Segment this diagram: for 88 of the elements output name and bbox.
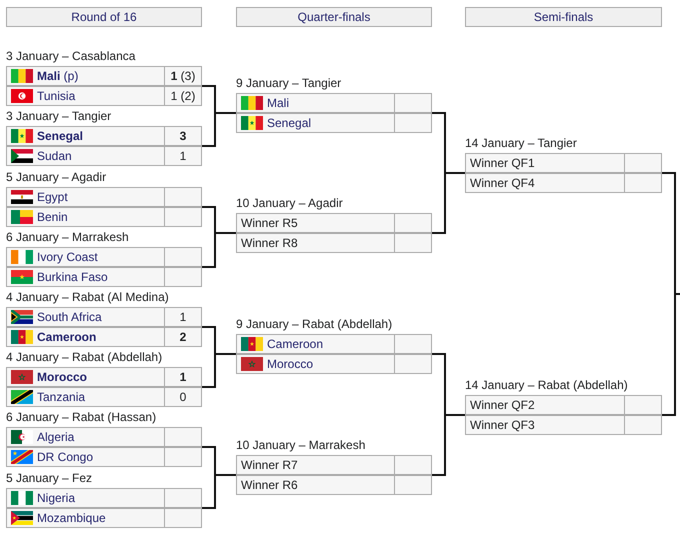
match-date-venue: 10 January – Marrakesh xyxy=(236,437,366,454)
score-cell: 2 xyxy=(164,328,201,346)
team-row xyxy=(236,113,432,133)
team-row xyxy=(6,327,202,347)
team-row xyxy=(6,427,202,447)
team-row xyxy=(6,307,202,327)
round-header: Quarter-finals xyxy=(236,7,432,27)
team-name: Ivory Coast xyxy=(37,249,98,266)
team-name: Winner QF4 xyxy=(470,175,535,192)
score-cell: 0 xyxy=(164,388,201,406)
team-row xyxy=(465,173,662,193)
bracket-line xyxy=(202,474,236,509)
match-date-venue: 3 January – Tangier xyxy=(6,108,112,125)
team-row xyxy=(465,153,662,173)
team-name: Benin xyxy=(37,209,68,226)
team-row xyxy=(6,86,202,106)
team-row xyxy=(6,187,202,207)
match-date-venue: 6 January – Rabat (Hassan) xyxy=(6,409,156,426)
match-date-venue: 5 January – Fez xyxy=(6,470,92,487)
match-date-venue: 4 January – Rabat (Al Medina) xyxy=(6,289,169,306)
team-row xyxy=(6,66,202,86)
team-name: DR Congo xyxy=(37,449,94,466)
team-row xyxy=(6,207,202,227)
team-row xyxy=(236,93,432,113)
bracket-line xyxy=(432,172,465,234)
team-name: Winner QF2 xyxy=(470,397,535,414)
team-row xyxy=(236,455,432,475)
team-name: Winner QF3 xyxy=(470,417,535,434)
team-row xyxy=(6,508,202,528)
team-row xyxy=(236,213,432,233)
match-date-venue: 9 January – Rabat (Abdellah) xyxy=(236,316,392,333)
bracket-line xyxy=(202,112,236,147)
team-name: Morocco xyxy=(267,356,314,373)
match-date-venue: 14 January – Rabat (Abdellah) xyxy=(465,377,628,394)
team-name: Winner R5 xyxy=(241,215,298,232)
team-name: Sudan xyxy=(37,148,72,165)
team-name: Winner QF1 xyxy=(470,155,535,172)
team-row xyxy=(6,146,202,166)
match-date-venue: 4 January – Rabat (Abdellah) xyxy=(6,349,162,366)
bracket-line xyxy=(662,293,680,416)
round-header: Semi-finals xyxy=(465,7,662,27)
team-row xyxy=(465,415,662,435)
score-cell: 1 xyxy=(164,308,201,326)
team-name: Mali xyxy=(267,95,290,112)
team-row xyxy=(6,267,202,287)
match-date-venue: 10 January – Agadir xyxy=(236,195,343,212)
team-name: Algeria xyxy=(37,429,74,446)
bracket-line xyxy=(432,414,465,476)
round-header: Round of 16 xyxy=(6,7,202,27)
team-name: Winner R7 xyxy=(241,457,298,474)
team-name: Winner R6 xyxy=(241,477,298,494)
score-cell: 1 xyxy=(164,147,201,165)
match-date-venue: 14 January – Tangier xyxy=(465,135,577,152)
match-date-venue: 5 January – Agadir xyxy=(6,169,106,186)
team-name: Tunisia xyxy=(37,88,76,105)
score-cell: 1 (2) xyxy=(164,87,201,105)
team-name: Cameroon xyxy=(37,329,96,346)
team-row xyxy=(465,395,662,415)
team-row xyxy=(6,247,202,267)
team-row xyxy=(6,387,202,407)
score-cell: 1 (3) xyxy=(164,67,201,85)
team-row xyxy=(6,488,202,508)
team-row xyxy=(6,447,202,467)
match-date-venue: 3 January – Casablanca xyxy=(6,48,136,65)
team-name: Morocco xyxy=(37,369,88,386)
team-name: Mali (p) xyxy=(37,68,78,85)
team-name: Senegal xyxy=(37,128,84,145)
score-cell: 3 xyxy=(164,127,201,145)
team-row xyxy=(236,475,432,495)
team-row xyxy=(236,334,432,354)
team-name: South Africa xyxy=(37,309,102,326)
team-name: Cameroon xyxy=(267,336,324,353)
team-name: Senegal xyxy=(267,115,312,132)
score-cell: 1 xyxy=(164,368,201,386)
team-name: Tanzania xyxy=(37,389,86,406)
match-date-venue: 6 January – Marrakesh xyxy=(6,229,129,246)
team-row xyxy=(236,354,432,374)
team-name: Mozambique xyxy=(37,510,106,527)
team-name: Winner R8 xyxy=(241,235,298,252)
bracket-line xyxy=(202,232,236,268)
team-row xyxy=(6,126,202,146)
team-name: Burkina Faso xyxy=(37,269,108,286)
team-name: Egypt xyxy=(37,189,68,206)
team-row xyxy=(236,233,432,253)
bracket-line xyxy=(202,353,236,388)
team-row xyxy=(6,367,202,387)
match-date-venue: 9 January – Tangier xyxy=(236,75,342,92)
team-name: Nigeria xyxy=(37,490,76,507)
